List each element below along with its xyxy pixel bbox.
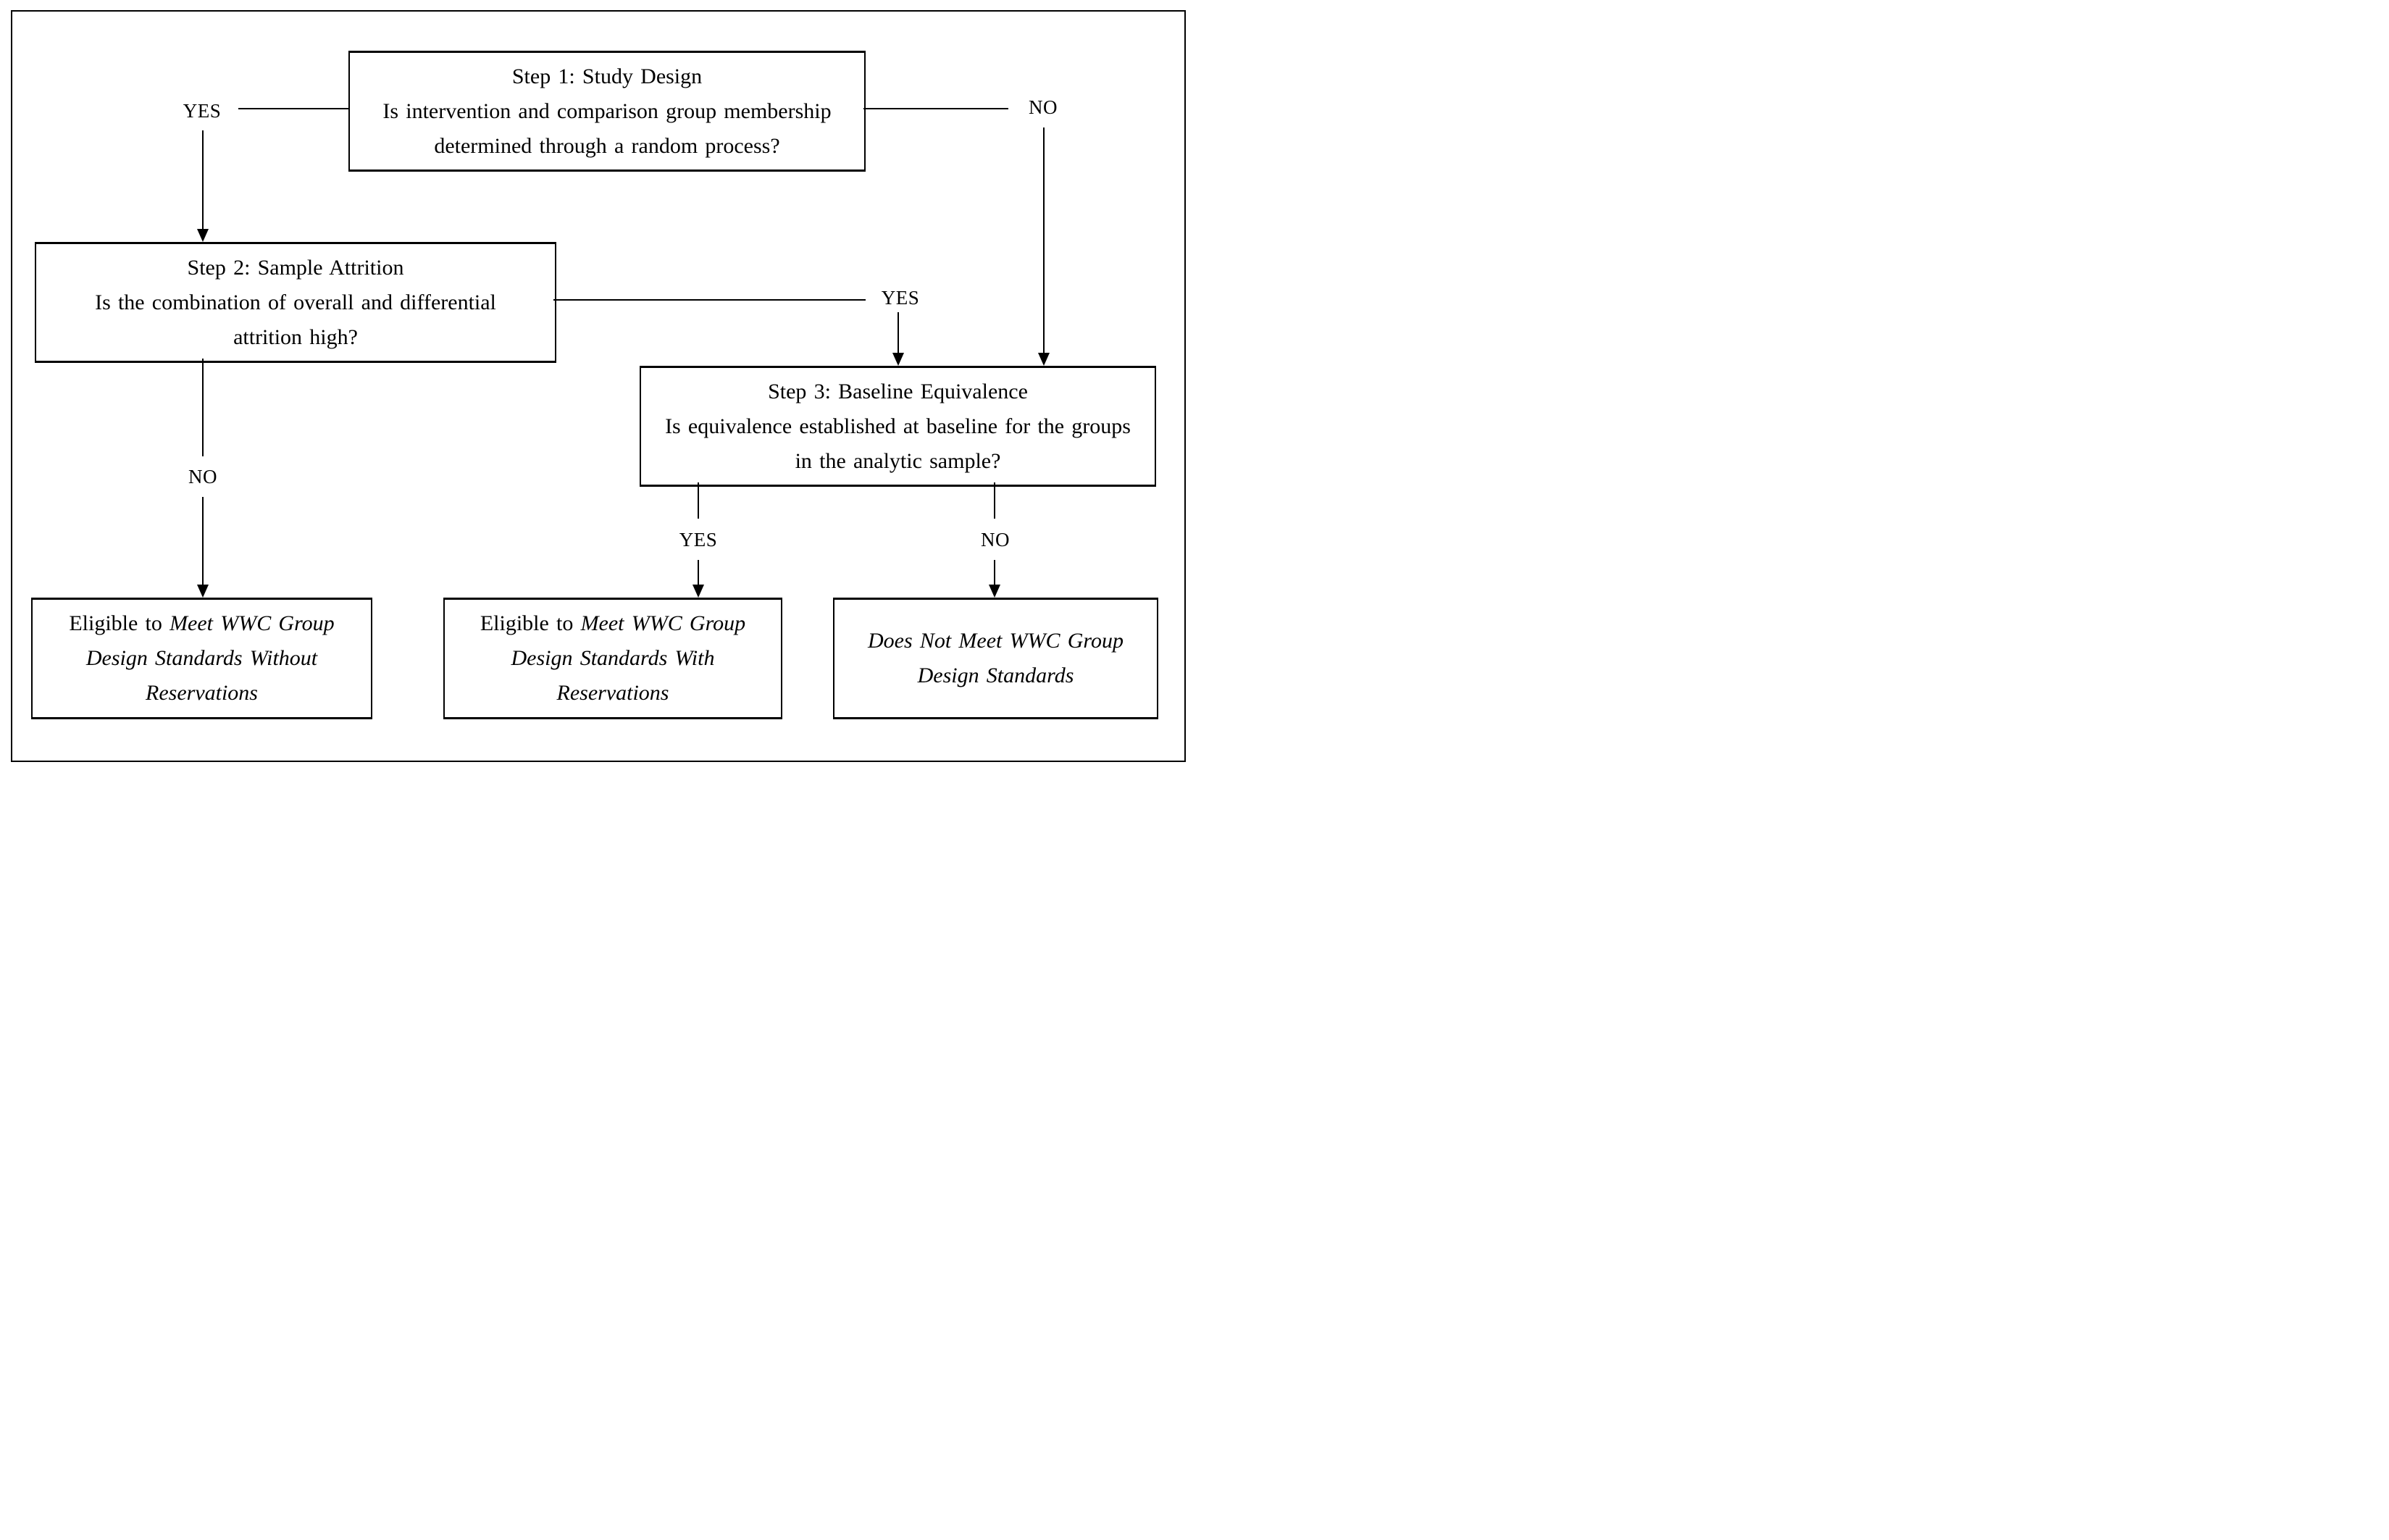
step1-question-line1: Is intervention and comparison group mem… [382,99,832,123]
node-step3-baseline-equivalence: Step 3: Baseline Equivalence Is equivale… [640,366,1156,487]
step1-no-arrowhead-icon [1038,353,1050,366]
step2-question-line1: Is the combination of overall and differ… [95,290,496,314]
outcome-with-line2: Design Standards With [511,646,715,670]
step3-no-vline-lower [994,560,995,585]
step1-yes-label: YES [180,100,225,122]
step3-no-arrowhead-icon [989,585,1000,598]
step2-no-arrowhead-icon [197,585,209,598]
step1-no-hline [863,108,1008,109]
step3-yes-vline-lower [698,560,699,585]
step2-no-vline-upper [202,359,204,456]
node-outcome-meets-without-reservations: Eligible to Meet WWC Group Design Standa… [31,598,372,719]
outcome-without-line2: Design Standards Without [85,646,318,670]
step3-title: Step 3: Baseline Equivalence [768,379,1028,403]
outcome-with-line3: Reservations [556,681,669,705]
outcome-with-roman: Eligible to [480,611,581,635]
step1-title: Step 1: Study Design [511,64,703,88]
node-step2-sample-attrition: Step 2: Sample Attrition Is the combinat… [35,242,556,363]
step3-yes-arrowhead-icon [693,585,704,598]
flowchart-canvas: Step 1: Study Design Is intervention and… [0,0,1194,770]
step2-question-line2: attrition high? [233,325,358,349]
step3-yes-label: YES [676,529,721,551]
step2-no-label: NO [185,466,220,488]
step1-yes-hline [238,108,348,109]
step1-question-line2: determined through a random process? [434,133,780,158]
step3-no-vline-upper [994,482,995,519]
outcome-without-roman: Eligible to [69,611,170,635]
step2-yes-label: YES [878,287,923,309]
step2-no-vline-lower [202,497,204,585]
step1-yes-vline [202,130,204,229]
outcome-not-line2: Design Standards [917,664,1074,687]
step1-no-vline [1043,127,1045,353]
outcome-with-line1: Eligible to Meet WWC Group [480,606,745,641]
step1-yes-arrowhead-icon [197,229,209,242]
outcome-without-italic: Meet WWC Group [170,611,335,635]
outcome-with-italic: Meet WWC Group [580,611,746,635]
node-outcome-does-not-meet: Does Not Meet WWC Group Design Standards [833,598,1158,719]
outcome-without-line3: Reservations [146,681,258,705]
step2-title: Step 2: Sample Attrition [187,255,404,280]
step3-yes-vline-upper [698,482,699,519]
outcome-without-line1: Eligible to Meet WWC Group [69,606,334,641]
outcome-not-line1: Does Not Meet WWC Group [868,629,1124,653]
node-outcome-meets-with-reservations: Eligible to Meet WWC Group Design Standa… [443,598,782,719]
node-step1-study-design: Step 1: Study Design Is intervention and… [348,51,866,172]
step3-no-label: NO [978,529,1013,551]
step1-no-label: NO [1026,96,1060,119]
diagram-border [11,10,1186,762]
step2-yes-vline [898,312,899,353]
step2-yes-arrowhead-icon [892,353,904,366]
step3-question-line1: Is equivalence established at baseline f… [665,414,1131,438]
step2-yes-hline [553,299,866,301]
step3-question-line2: in the analytic sample? [795,448,1001,473]
